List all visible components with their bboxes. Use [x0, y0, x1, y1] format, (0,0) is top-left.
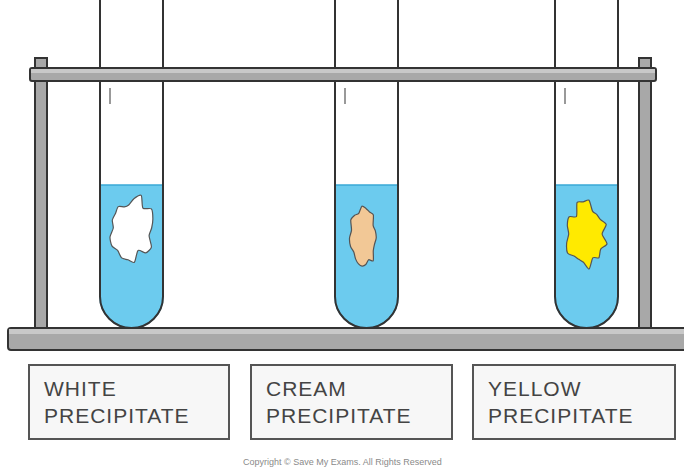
precipitate: [110, 195, 153, 262]
glass-highlight: [344, 88, 346, 104]
tube-outline: [335, 0, 398, 328]
test-tube: [555, 0, 618, 328]
test-tube: [335, 0, 398, 328]
rack-post: [35, 58, 47, 330]
tube-glass: [100, 0, 163, 328]
glass-highlight: [564, 88, 566, 104]
blue-solution: [335, 185, 398, 328]
precipitate-label: YELLOW PRECIPITATE: [488, 375, 660, 429]
tube-glass: [335, 0, 398, 328]
blue-solution: [100, 185, 163, 328]
test-tubes: [100, 0, 618, 328]
test-tube: [100, 0, 163, 328]
tube-outline: [100, 0, 163, 328]
rack-base: [8, 328, 684, 350]
label-box: YELLOW PRECIPITATE: [472, 364, 676, 440]
precipitate-label: CREAM PRECIPITATE: [266, 375, 437, 429]
blue-solution: [555, 185, 618, 328]
copyright-notice: Copyright © Save My Exams. All Rights Re…: [243, 457, 442, 467]
glass-highlight: [109, 88, 111, 104]
label-box: WHITE PRECIPITATE: [28, 364, 230, 440]
label-box: CREAM PRECIPITATE: [250, 364, 453, 440]
precipitate: [567, 200, 607, 269]
rack-bar: [30, 68, 656, 81]
precipitate: [349, 206, 376, 266]
rack-base-highlight: [9, 329, 684, 334]
rack-bar-highlight: [31, 69, 655, 73]
tube-glass: [555, 0, 618, 328]
precipitate-label: WHITE PRECIPITATE: [44, 375, 214, 429]
rack-post: [639, 58, 651, 330]
tube-outline: [555, 0, 618, 328]
